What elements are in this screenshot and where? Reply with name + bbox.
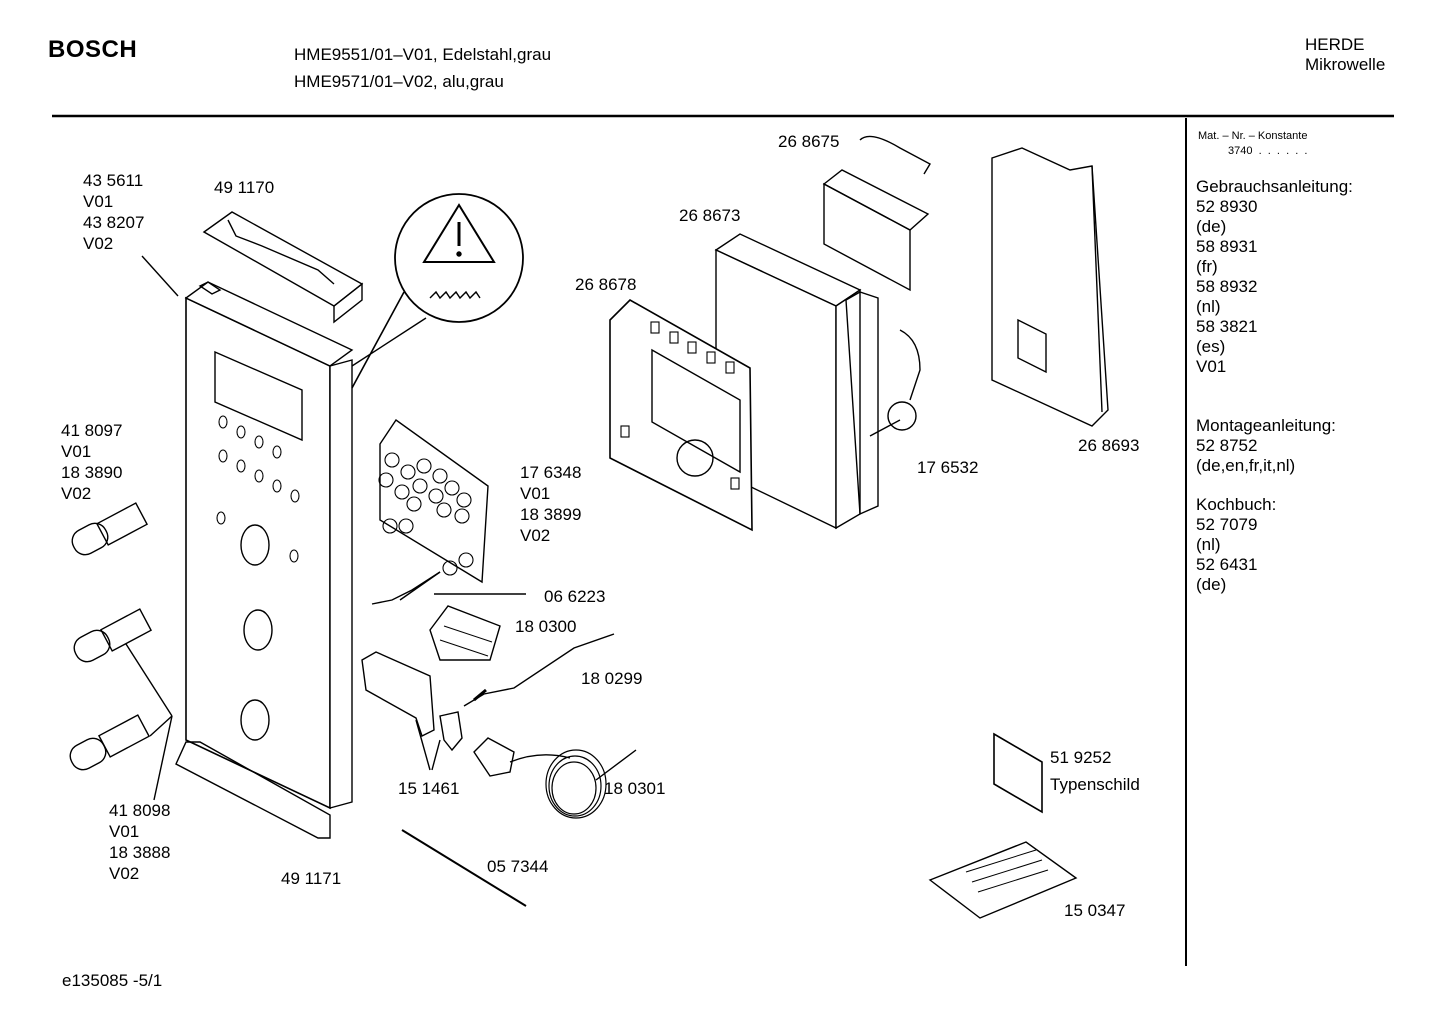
category-label: HERDE bbox=[1305, 35, 1365, 54]
user-manual-list: Gebrauchsanleitung: 52 8930(de)58 8931(f… bbox=[1196, 177, 1353, 376]
part-label-268675: 26 8675 bbox=[778, 132, 840, 151]
user-manual-title: Gebrauchsanleitung: bbox=[1196, 177, 1353, 196]
installation-manual-title: Montageanleitung: bbox=[1196, 416, 1336, 435]
part-label-180300: 18 0300 bbox=[515, 617, 577, 636]
cookbook-list: Kochbuch: 52 7079(nl)52 6431(de) bbox=[1196, 495, 1277, 594]
document-code: e135085 -5/1 bbox=[62, 971, 163, 990]
part-label-268693: 26 8693 bbox=[1078, 436, 1140, 455]
subcategory-label: Mikrowelle bbox=[1305, 55, 1386, 74]
installation-manual-list: Montageanleitung: 52 8752(de,en,fr,it,nl… bbox=[1196, 416, 1336, 475]
part-label-150347: 15 0347 bbox=[1064, 901, 1126, 920]
part-label-151461: 15 1461 bbox=[398, 779, 460, 798]
part-label-066223: 06 6223 bbox=[544, 587, 606, 606]
part-label-180301: 18 0301 bbox=[604, 779, 666, 798]
mat-number-label: Mat. – Nr. – Konstante bbox=[1198, 130, 1308, 142]
model-line-1: HME9551/01–V01, Edelstahl,grau bbox=[294, 45, 552, 64]
brand-logo: BOSCH bbox=[48, 36, 138, 63]
part-label-268673: 26 8673 bbox=[679, 206, 741, 225]
cookbook-title: Kochbuch: bbox=[1196, 495, 1277, 514]
part-label-491171: 49 1171 bbox=[281, 869, 342, 888]
part-label-268678: 26 8678 bbox=[575, 275, 637, 294]
part-label-491170: 49 1170 bbox=[214, 178, 275, 197]
mat-number-value: 3740 . . . . . . bbox=[1228, 145, 1308, 157]
part-label-176532: 17 6532 bbox=[917, 458, 979, 477]
model-line-2: HME9571/01–V02, alu,grau bbox=[294, 72, 504, 91]
part-label-180299: 18 0299 bbox=[581, 669, 643, 688]
part-label-057344: 05 7344 bbox=[487, 857, 549, 876]
